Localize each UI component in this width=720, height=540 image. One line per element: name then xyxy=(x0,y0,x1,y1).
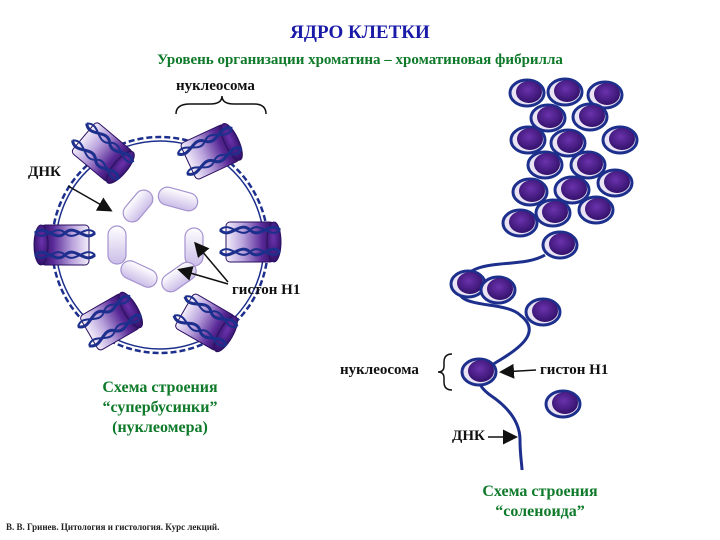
label-dna-left: ДНК xyxy=(28,164,61,180)
superbead-diagram xyxy=(32,95,283,357)
label-nucleosome-right: нуклеосома xyxy=(340,362,419,378)
label-histone-right: гистон Н1 xyxy=(540,362,609,378)
page-subtitle: Уровень организации хроматина – хроматин… xyxy=(157,52,563,68)
histone-h1-rods xyxy=(107,186,204,293)
label-histone-left: гистон Н1 xyxy=(232,282,301,298)
caption-solenoid: Схема строения “соленоида” xyxy=(450,482,630,522)
caption-solenoid-line2: “соленоида” xyxy=(495,503,585,520)
caption-superbead: Схема строения “супербусинки” (нуклеомер… xyxy=(70,378,250,438)
nucleosome-brace xyxy=(437,353,453,391)
page-title: ЯДРО КЛЕТКИ xyxy=(290,22,430,43)
solenoid-diagram xyxy=(437,77,639,471)
caption-superbead-line3: (нуклеомера) xyxy=(112,419,208,436)
caption-superbead-line2: “супербусинки” xyxy=(102,399,218,416)
label-dna-right: ДНК xyxy=(452,428,485,444)
caption-solenoid-line1: Схема строения xyxy=(482,483,598,500)
label-nucleosome-left: нуклеосома xyxy=(176,78,255,94)
nucleosome-bracket xyxy=(175,95,267,115)
footer-citation: В. В. Гринев. Цитология и гистология. Ку… xyxy=(6,522,220,532)
caption-superbead-line1: Схема строения xyxy=(102,379,218,396)
solenoid-coil xyxy=(501,77,639,260)
